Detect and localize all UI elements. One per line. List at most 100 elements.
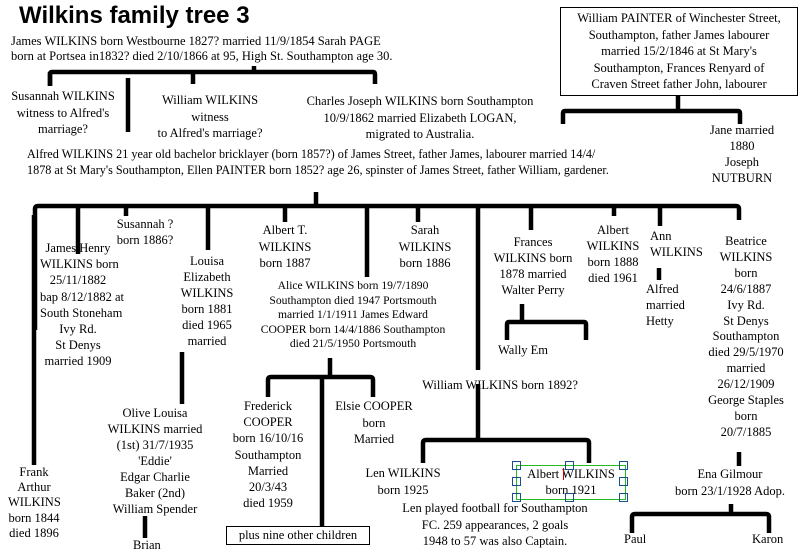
person-text-line: WILKINS	[180, 286, 234, 300]
person-albert-wilkins-1921[interactable]: Albert WILKINS born 1921	[517, 466, 625, 498]
person-text-line: died 1959	[243, 496, 293, 511]
person-text-line: 24/6/1887	[720, 281, 772, 296]
person-text-line: 20/7/1885	[720, 424, 772, 439]
person-text-line: died 29/5/1970	[708, 345, 784, 360]
person-text-line: COOPER	[243, 415, 293, 430]
person-text-line: married 1909	[44, 354, 112, 369]
resize-handle-top-left[interactable]	[512, 461, 521, 470]
person-susannah-wilkins: Susannah WILKINS witness to Alfred's mar…	[0, 88, 126, 138]
person-text-line: Louisa	[189, 254, 225, 268]
connector-william2-children	[420, 437, 592, 463]
person-text-line: married	[646, 298, 685, 312]
person-text-line: born 1886?	[116, 233, 174, 247]
person-text-line: Hetty	[646, 314, 674, 328]
person-text-line: married 1/1/1911 James Edward	[278, 308, 428, 322]
connector-alfred-children-bar	[32, 203, 742, 330]
person-text-line: born 23/1/1928 Adop.	[674, 484, 786, 498]
person-text-line: Olive Louisa	[122, 406, 188, 420]
person-louisa-elizabeth-wilkins: Louisa Elizabeth WILKINS born 1881 died …	[170, 253, 244, 349]
person-text-line: (1st) 31/7/1935	[116, 438, 194, 452]
resize-handle-right[interactable]	[619, 477, 628, 486]
person-beatrice-wilkins: Beatrice WILKINS born 24/6/1887 Ivy Rd. …	[700, 234, 792, 441]
person-text-line: Elizabeth	[183, 270, 231, 284]
person-text-line: COOPER born 14/4/1886 Southampton	[260, 322, 446, 336]
person-text-line: born 1925	[377, 482, 429, 497]
person-text-line: Ena Gilmour	[697, 467, 763, 481]
person-alfred-wilkins: Alfred WILKINS 21 year old bachelor bric…	[27, 146, 609, 178]
person-olive-louisa-wilkins: Olive Louisa WILKINS married (1st) 31/7/…	[100, 405, 210, 517]
person-jane: Jane married 1880 Joseph NUTBURN	[700, 122, 784, 186]
selected-text-frame[interactable]: Albert WILKINS born 1921	[516, 465, 626, 500]
person-text-line: Southampton, Frances Renyard of	[593, 60, 765, 75]
person-text-line: Ivy Rd.	[727, 297, 765, 312]
person-sarah-wilkins: Sarah WILKINS born 1886	[390, 222, 460, 272]
person-james-henry-wilkins: James Henry WILKINS born 25/11/1882 bap …	[40, 240, 125, 370]
resize-handle-bottom[interactable]	[565, 493, 574, 502]
connector-frances-children	[504, 319, 589, 340]
resize-handle-bottom-right[interactable]	[619, 493, 628, 502]
person-william-painter: William PAINTER of Winchester Street, So…	[561, 10, 797, 93]
len-football-note: Len played football for Southampton FC. …	[370, 500, 620, 550]
person-text-line: Beatrice	[725, 234, 767, 248]
person-frank-arthur-wilkins: Frank Arthur WILKINS born 1844 died 1896	[8, 465, 61, 541]
person-text-line: NUTBURN	[711, 171, 773, 185]
plus-nine-other-children-label: plus nine other children	[238, 528, 358, 542]
connector-painter-siblings	[560, 108, 743, 124]
person-text-line: Southampton	[712, 329, 780, 344]
person-james-wilkins: James WILKINS born Westbourne 1827? marr…	[11, 34, 393, 63]
note-text-line: FC. 259 appearances, 2 goals	[421, 517, 569, 532]
plus-nine-other-children-box: plus nine other children	[226, 526, 370, 545]
person-text-line: Frank	[19, 465, 49, 479]
person-text-line: WILKINS	[586, 239, 640, 253]
person-text-line: migrated to Australia.	[365, 127, 475, 141]
person-text-line: died 1965	[182, 318, 232, 332]
person-ena-gilmour: Ena Gilmour born 23/1/1928 Adop.	[655, 466, 802, 500]
person-text-line: WILKINS	[650, 245, 703, 259]
person-text-line: died 1896	[9, 525, 59, 540]
resize-handle-top-right[interactable]	[619, 461, 628, 470]
person-text-line: WILKINS married	[107, 422, 203, 436]
connector-james-siblings	[47, 69, 378, 86]
person-text-line: born 1887	[259, 256, 311, 270]
person-text-line: St Denys	[55, 338, 101, 353]
person-text-line: to Alfred's marriage?	[157, 126, 263, 140]
person-william-painter-box: William PAINTER of Winchester Street, So…	[560, 7, 798, 96]
person-brian: Brian	[133, 538, 161, 552]
person-text-line: born 1881	[181, 302, 233, 316]
note-text-line: 1948 to 57 was also Captain.	[422, 534, 568, 548]
resize-handle-left[interactable]	[512, 477, 521, 486]
person-text-line: 26/12/1909	[717, 377, 775, 392]
person-text-line: 10/9/1862 married Elizabeth LOGAN,	[323, 110, 517, 125]
person-text-line: witness	[191, 109, 229, 124]
person-text-line: Married	[353, 432, 395, 446]
person-text-line: Alfred	[646, 282, 679, 296]
resize-handle-top[interactable]	[565, 461, 574, 470]
person-text-line: Southampton died 1947 Portsmouth	[269, 293, 437, 307]
person-text-line: 1878 married	[499, 267, 567, 281]
person-text-line: married	[726, 361, 766, 376]
resize-handle-bottom-left[interactable]	[512, 493, 521, 502]
person-text-line: born 16/10/16	[232, 431, 304, 446]
person-text-line: St Denys	[723, 313, 769, 328]
person-text-line: Albert	[597, 223, 629, 237]
person-frances-wilkins: Frances WILKINS born 1878 married Walter…	[483, 234, 583, 298]
person-text-line: Arthur	[17, 480, 51, 495]
person-text-line: Edgar Charlie	[120, 470, 190, 484]
person-text-line: Charles Joseph WILKINS born Southampton	[306, 94, 534, 108]
person-albert-wilkins-1888: Albert WILKINS born 1888 died 1961	[580, 222, 646, 286]
person-text-line: Frances	[513, 235, 553, 249]
person-text-line: James WILKINS born Westbourne 1827? marr…	[11, 34, 381, 48]
person-text-line: born 1844	[8, 510, 60, 525]
person-text-line: Walter Perry	[501, 283, 565, 297]
person-text-line: South Stoneham	[40, 305, 123, 320]
person-text-line: bap 8/12/1882 at	[40, 289, 125, 304]
person-text-line: Elsie COOPER	[335, 399, 413, 413]
person-alice-wilkins: Alice WILKINS born 19/7/1890 Southampton…	[248, 279, 458, 352]
person-text-line: Sarah	[410, 223, 440, 237]
connector-ena-children	[629, 511, 772, 533]
person-text-line: Southampton, father James labourer	[588, 27, 770, 42]
person-text-line: Married	[247, 463, 289, 478]
person-text-line: George Staples	[708, 393, 784, 408]
person-text-line: Susannah ?	[116, 217, 174, 231]
person-text-line: WILKINS	[398, 239, 452, 254]
